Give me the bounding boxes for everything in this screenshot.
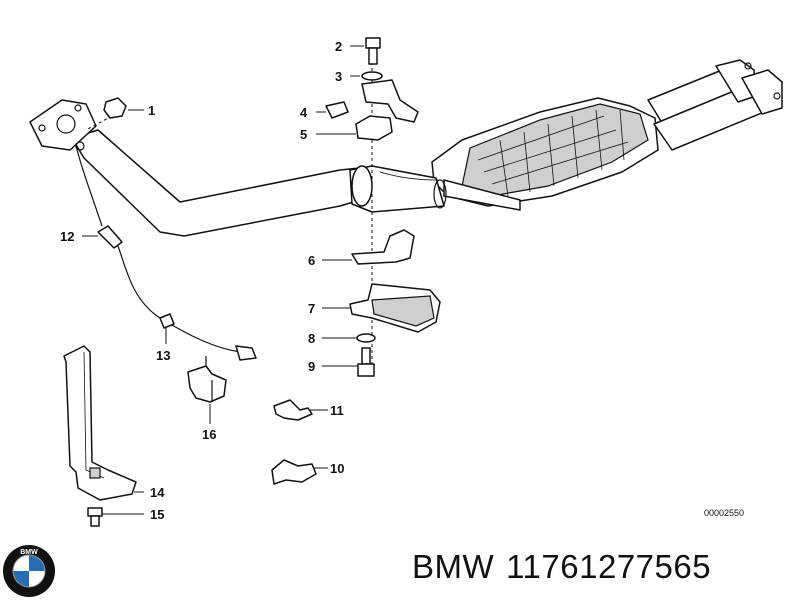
bmw-logo-icon: BMW — [3, 545, 55, 597]
caption-brand: BMW — [412, 548, 495, 585]
part-8-washer — [322, 333, 376, 343]
part-caption: BMW 11761277565 — [412, 548, 723, 586]
callout-16: 16 — [202, 427, 216, 442]
part-11-clip — [273, 399, 328, 421]
part-10-clip — [271, 459, 328, 485]
callout-6: 6 — [308, 253, 315, 268]
part-1-nut — [103, 97, 144, 119]
part-14-support-bracket — [63, 345, 144, 501]
part-15-bolt — [87, 507, 144, 527]
callout-1: 1 — [148, 103, 155, 118]
hanger-bracket — [361, 79, 419, 123]
callout-2: 2 — [335, 39, 342, 54]
callout-5: 5 — [300, 127, 307, 142]
part-7-heat-shield — [322, 283, 441, 333]
callout-14: 14 — [150, 485, 165, 500]
callout-8: 8 — [308, 331, 315, 346]
part-12-oxygen-sensor — [75, 145, 123, 249]
callout-11: 11 — [330, 403, 344, 418]
part-2-bolt — [350, 37, 381, 65]
front-exhaust-pipe — [29, 99, 447, 237]
part-6-pipe-clamp — [322, 229, 415, 265]
callout-12: 12 — [60, 229, 74, 244]
logo-lettering: BMW — [20, 549, 38, 556]
part-9-bolt — [322, 347, 375, 377]
callout-9: 9 — [308, 359, 315, 374]
callout-4: 4 — [300, 105, 308, 120]
callout-15: 15 — [150, 507, 164, 522]
part-13-sensor-cable — [117, 245, 257, 361]
part-4-clip-nut — [316, 101, 349, 119]
part-5-rubber-mount — [316, 115, 393, 141]
caption-part-number: 11761277565 — [506, 548, 712, 585]
callout-7: 7 — [308, 301, 315, 316]
catalytic-converter — [431, 97, 659, 211]
diagram-reference-number: 00002550 — [704, 508, 744, 518]
tail-pipes — [647, 59, 783, 151]
callout-13: 13 — [156, 348, 170, 363]
callout-10: 10 — [330, 461, 344, 476]
part-3-washer — [350, 71, 383, 81]
callout-3: 3 — [335, 69, 342, 84]
part-16-connector-bracket — [187, 356, 227, 424]
